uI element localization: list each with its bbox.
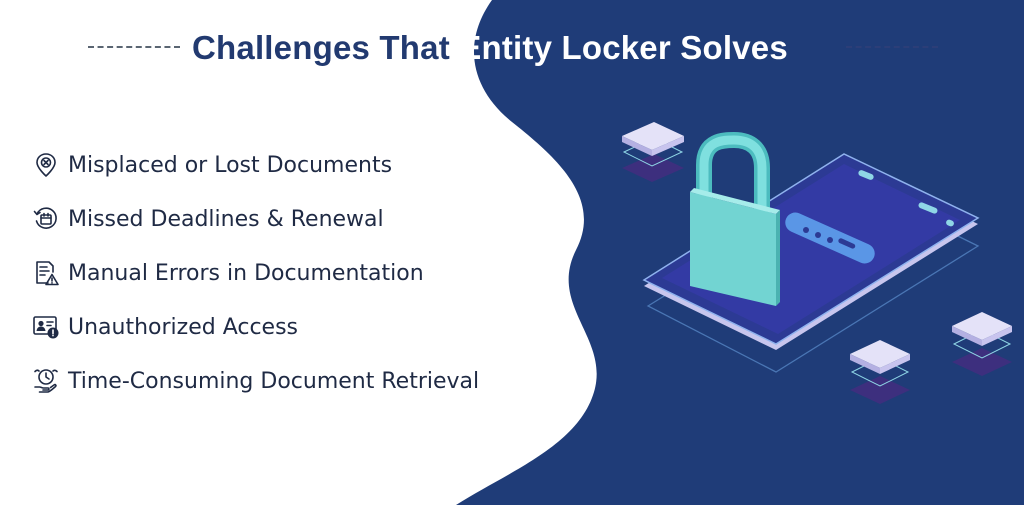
location-pin-x-icon (32, 151, 60, 179)
floating-tile-top-left (622, 122, 684, 182)
list-item: Misplaced or Lost Documents (32, 138, 572, 192)
list-item: Missed Deadlines & Renewal (32, 192, 572, 246)
list-item: Manual Errors in Documentation (32, 246, 572, 300)
challenge-label: Manual Errors in Documentation (68, 260, 424, 286)
dash-divider-right (846, 46, 938, 48)
challenge-label: Missed Deadlines & Renewal (68, 206, 384, 232)
title-dark-part: Challenges That (192, 29, 460, 66)
page-title: Challenges That Entity Locker Solves (192, 28, 788, 68)
locker-illustration (622, 122, 1012, 404)
clock-calendar-icon (32, 205, 60, 233)
clock-hand-icon (32, 367, 60, 395)
title-light-part: Entity Locker Solves (459, 29, 788, 66)
challenge-label: Time-Consuming Document Retrieval (68, 368, 480, 394)
password-field-graphic (785, 212, 875, 264)
challenge-label: Unauthorized Access (68, 314, 299, 340)
title-row: Challenges That Entity Locker Solves (0, 22, 1024, 74)
document-warning-icon (32, 259, 60, 287)
challenge-label: Misplaced or Lost Documents (68, 152, 393, 178)
id-card-alert-icon (32, 313, 60, 341)
floating-tile-right (952, 312, 1012, 376)
dash-divider-left (88, 46, 180, 48)
list-item: Unauthorized Access (32, 300, 572, 354)
list-item: Time-Consuming Document Retrieval (32, 354, 572, 408)
padlock-graphic (690, 131, 780, 306)
floating-tile-bottom-middle (850, 340, 910, 404)
challenges-list: Misplaced or Lost Documents Missed Deadl… (32, 138, 572, 408)
